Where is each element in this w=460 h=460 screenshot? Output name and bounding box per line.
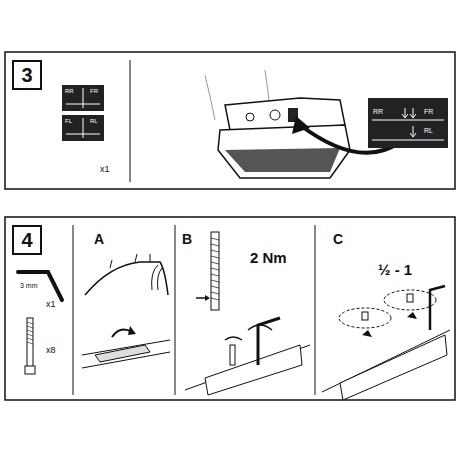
sticker-text: RL <box>424 127 433 134</box>
step-number-box: 3 <box>12 60 42 90</box>
sticker-text: FL <box>65 118 72 124</box>
sticker-text: FR <box>424 108 433 115</box>
step-number: 3 <box>21 65 32 85</box>
sticker-text: RL <box>90 118 98 124</box>
sticker-text: RR <box>65 88 74 94</box>
annotation: 2 Nm <box>250 250 287 265</box>
sticker-text: RR <box>373 108 383 115</box>
annotation: 3 mm <box>20 282 38 289</box>
annotation: ½ - 1 <box>378 262 412 277</box>
annotation: A <box>94 232 104 246</box>
step-number: 4 <box>21 230 32 250</box>
sticker-text: FR <box>90 88 98 94</box>
step-number-box: 4 <box>12 225 42 255</box>
annotation: x8 <box>46 346 56 355</box>
annotation: x1 <box>100 165 110 174</box>
annotation: C <box>333 232 343 246</box>
annotation: x1 <box>46 300 56 309</box>
annotation: B <box>182 232 192 246</box>
